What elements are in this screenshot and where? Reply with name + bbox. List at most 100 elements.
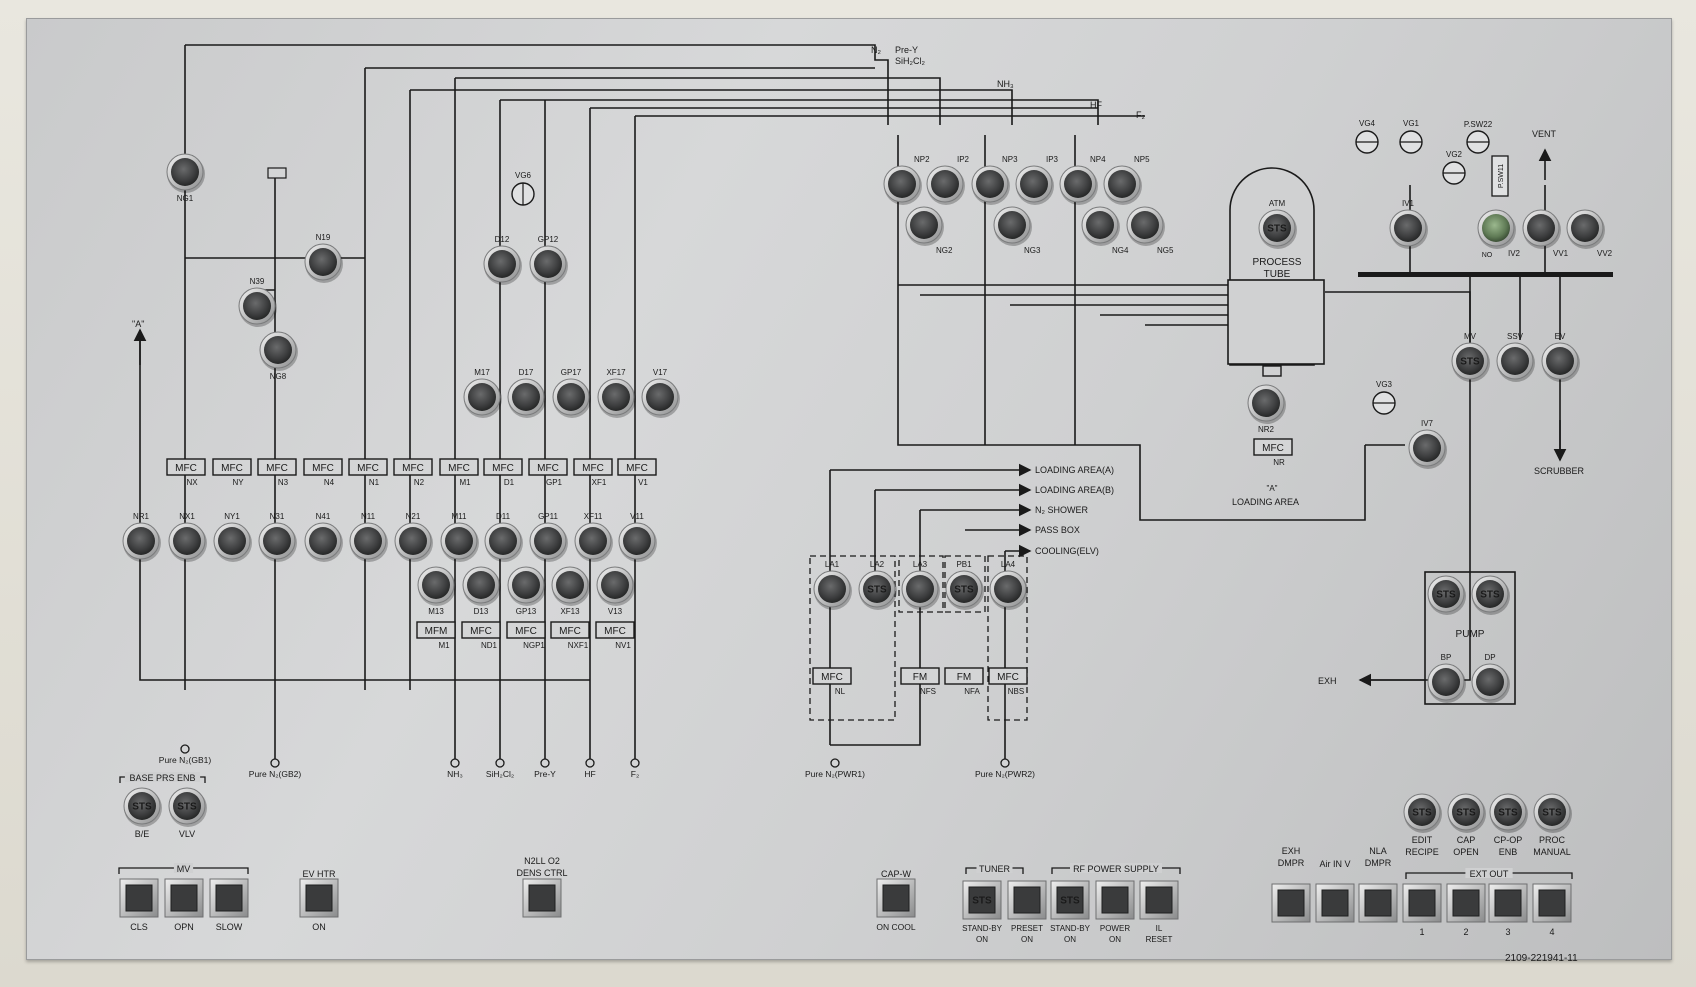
mfc-name: N4 [324,478,335,487]
source-sih-cl: SiH₂Cl₂ [486,758,514,779]
valve-vv1[interactable]: VV1 [1522,209,1569,258]
line-label-hf: HF [1090,100,1102,110]
button-label: POWER [1100,924,1130,933]
valve-label: NP2 [914,155,930,164]
valve-ny1[interactable]: NY1 [213,512,252,562]
valve-m11[interactable]: M11 [440,512,479,562]
valve-n21[interactable]: N21 [394,512,433,562]
valve-ev[interactable]: EV [1541,332,1580,382]
valve-label: DP [1484,653,1495,662]
button-air-in-v[interactable] [1315,883,1355,923]
source-pre-y: Pre-Y [534,758,556,779]
valve-m17[interactable]: M17 [463,368,502,418]
button-exh-dmpr[interactable] [1271,883,1311,923]
valve-v13[interactable]: V13 [596,566,635,616]
valve-label: SSV [1507,332,1524,341]
valve-xf11[interactable]: XF11 [574,512,613,562]
rf-power-button[interactable] [1095,880,1135,920]
valve-d12[interactable]: D12 [483,235,522,285]
rf-stand-by-button[interactable]: STS [1050,880,1090,920]
button-edit-recipe[interactable]: STS [1403,793,1442,833]
valve-label: IV2 [1508,249,1521,258]
valve-v11[interactable]: V11 [618,512,657,562]
button-nla-dmpr[interactable] [1358,883,1398,923]
button-label: CAP [1457,835,1476,845]
tuner-stand-by-button[interactable]: STS [962,880,1002,920]
valve-n41[interactable]: N41 [304,512,343,562]
valve-nr1[interactable]: NR1 [122,512,161,562]
valve-d17[interactable]: D17 [507,368,546,418]
valve-iv2[interactable]: IV2 [1477,209,1521,258]
valve-la3[interactable]: LA3 [901,560,940,610]
valve-pump2[interactable]: STS [1471,575,1510,615]
rf-il-button[interactable] [1139,880,1179,920]
valve-ng8[interactable]: NG8 [259,331,298,381]
valve-ng1[interactable]: NG1 [166,153,205,203]
mv-cls-button[interactable] [119,878,159,918]
valve-ssv[interactable]: SSV [1496,332,1535,382]
ext-out-4-button[interactable] [1532,883,1572,923]
mv-opn-button[interactable] [164,878,204,918]
valve-ng4[interactable]: NG4 [1081,206,1129,255]
valve-label: LA1 [825,560,840,569]
valve-xf13[interactable]: XF13 [551,566,590,616]
valve-label: NG5 [1157,246,1174,255]
valve-bp[interactable]: BP [1427,653,1466,703]
valve-dp[interactable]: DP [1471,653,1510,703]
valve-pump1[interactable]: STS [1427,575,1466,615]
valve-ng2[interactable]: NG2 [905,206,953,255]
valve-xf17[interactable]: XF17 [597,368,636,418]
valve-ng3[interactable]: NG3 [993,206,1041,255]
valve-gp17[interactable]: GP17 [552,368,591,418]
mv-slow-button[interactable] [209,878,249,918]
valve-v17[interactable]: V17 [641,368,680,418]
valve-np5[interactable]: NP5 [1103,155,1150,205]
valve-la4[interactable]: LA4 [989,560,1028,610]
valve-iv7[interactable]: IV7 [1408,419,1447,469]
capw-on-cool-button[interactable] [876,878,916,918]
valve-la1[interactable]: LA1 [813,560,852,610]
ext-out-1-button[interactable] [1402,883,1442,923]
valve-ng5[interactable]: NG5 [1126,206,1174,255]
button-proc-manual[interactable]: STS [1533,793,1572,833]
valve-m13[interactable]: M13 [417,566,456,616]
line-label-n2: N₂ [871,45,881,55]
ext-out-3-button[interactable] [1488,883,1528,923]
valve-iv1[interactable]: IV1 [1389,199,1428,249]
mfc-type: MFC [175,463,197,474]
valve-nx1[interactable]: NX1 [168,512,207,562]
valve-n11[interactable]: N11 [349,512,388,562]
valve-d11[interactable]: D11 [484,512,523,562]
group-title: RF POWER SUPPLY [1073,864,1159,874]
valve-ip2[interactable]: IP2 [926,155,970,205]
valve-n31[interactable]: N31 [258,512,297,562]
button-cp-op-enb[interactable]: STS [1489,793,1528,833]
valve-d13[interactable]: D13 [462,566,501,616]
valve-label: NP3 [1002,155,1018,164]
button-cap-open[interactable]: STS [1447,793,1486,833]
valve-n39[interactable]: N39 [238,277,277,327]
valve-np3[interactable]: NP3 [971,155,1018,205]
mfc-name: M1 [459,478,471,487]
valve-gp13[interactable]: GP13 [507,566,546,616]
valve-vv2[interactable]: VV2 [1566,209,1613,258]
valve-np4[interactable]: NP4 [1059,155,1106,205]
valve-gp11[interactable]: GP11 [529,512,568,562]
valve-nr2[interactable]: NR2 [1247,384,1286,434]
ev-htr-on-button[interactable] [299,878,339,918]
base-prs-vlv-button[interactable]: STS [168,787,207,827]
valve-n19[interactable]: N19 [304,233,343,283]
valve-ip3[interactable]: IP3 [1015,155,1059,205]
valve-gp12[interactable]: GP12 [529,235,568,285]
n2ll-o2-dens-ctrl-button[interactable] [522,878,562,918]
base-prs-b-e-button[interactable]: STS [123,787,162,827]
button-title: EXH [1282,846,1301,856]
valve-np2[interactable]: NP2 [883,155,930,205]
tuner-preset-button[interactable] [1007,880,1047,920]
ext-out-2-button[interactable] [1446,883,1486,923]
valve-label: NX1 [179,512,195,521]
